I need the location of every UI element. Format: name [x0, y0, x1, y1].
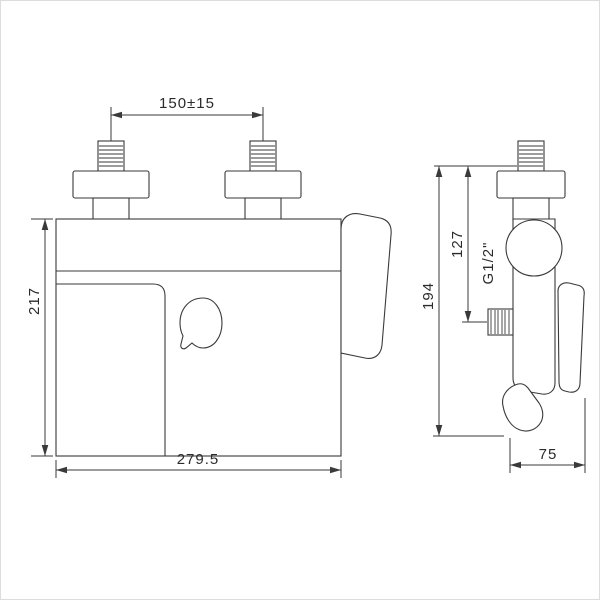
thread-hatch [99, 145, 123, 167]
body-step-line [56, 283, 166, 456]
dim-label-194: 194 [420, 282, 437, 310]
stud-flange [496, 170, 566, 199]
dimension-150: 150±15 [110, 95, 264, 141]
stud-flange [72, 170, 150, 199]
side-view: 127 G1/2" 194 75 [420, 140, 586, 473]
dim-label-150: 150±15 [159, 95, 215, 112]
dimension-127: 127 [434, 165, 517, 323]
wall-connector [487, 308, 514, 336]
stud-neck [244, 197, 282, 221]
dimension-217: 217 [26, 218, 53, 457]
lever-handle [340, 213, 392, 359]
stud-flange [224, 170, 302, 199]
mounting-stud-right [224, 140, 302, 221]
stud-thread-body [517, 140, 545, 172]
diverter-knob [179, 297, 223, 350]
thread-hatch [490, 310, 510, 334]
valve-head-circle [505, 219, 563, 277]
stud-thread-body [97, 140, 125, 172]
front-view: 150±15 [26, 95, 392, 478]
dim-label-75: 75 [539, 446, 558, 463]
dim-label-279-5: 279.5 [177, 451, 220, 468]
stud-thread-body [249, 140, 277, 172]
stud-neck [92, 197, 130, 221]
shower-outlet [502, 383, 544, 432]
dim-label-127: 127 [449, 230, 466, 258]
dimension-279-5: 279.5 [55, 451, 342, 478]
thread-size-label: G1/2" [480, 242, 497, 285]
lever-handle-side [557, 282, 585, 393]
dimension-194: 194 [420, 166, 504, 437]
dim-label-217: 217 [26, 287, 43, 315]
thread-hatch [519, 145, 543, 167]
mounting-stud-side [496, 140, 566, 221]
mounting-stud-left [72, 140, 150, 221]
thread-hatch [251, 145, 275, 167]
stud-neck [512, 197, 550, 221]
dimension-75: 75 [509, 398, 586, 473]
